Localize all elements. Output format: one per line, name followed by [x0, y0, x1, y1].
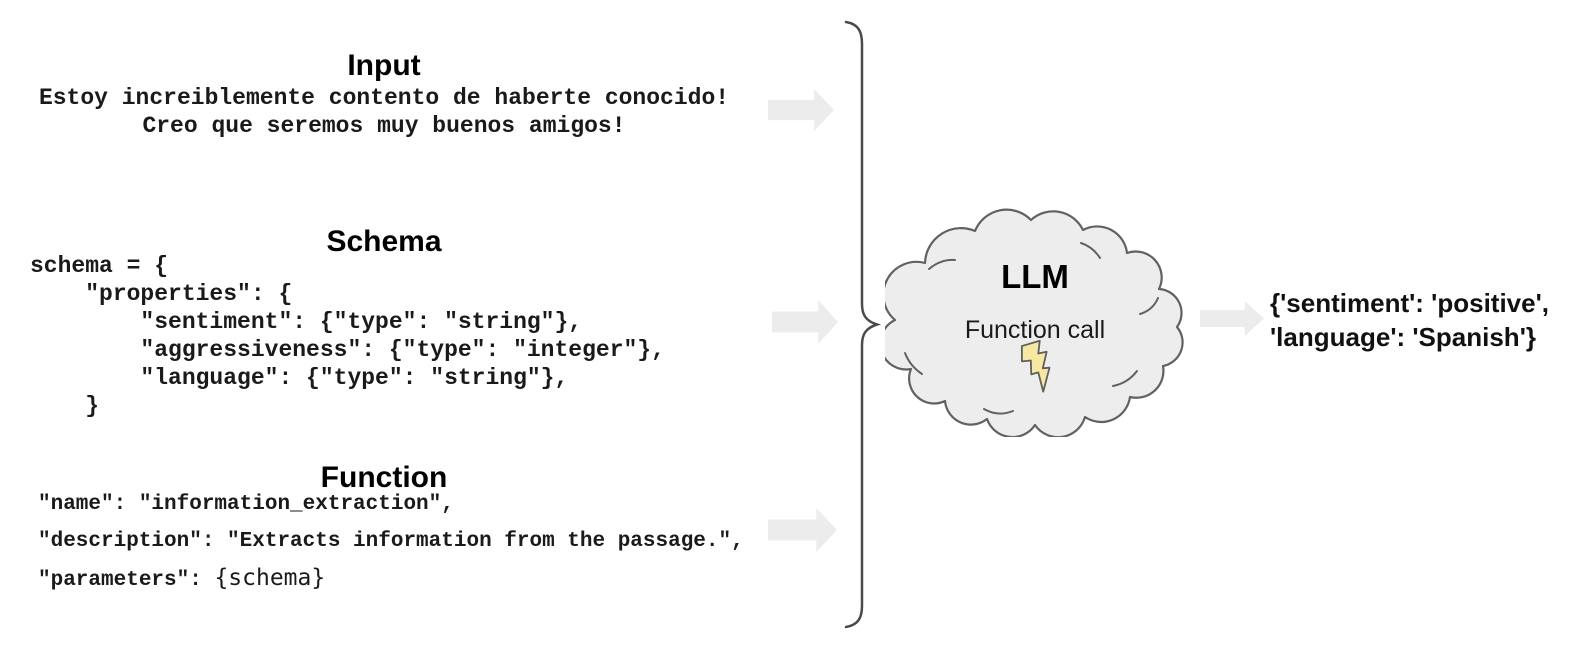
output-line: 'language': 'Spanish'}	[1270, 322, 1536, 352]
schema-section-title: Schema	[326, 225, 442, 258]
arrow-right-icon-schema	[772, 300, 838, 344]
schema-code-line: "sentiment": {"type": "string"},	[30, 309, 583, 335]
function-parameters-schema-ref: {schema}	[214, 565, 326, 591]
arrow-right-icon-input	[768, 89, 834, 131]
lightning-bolt-icon	[1020, 339, 1051, 393]
function-code-description-line: "description": "Extracts information fro…	[38, 530, 744, 553]
input-line: Creo que seremos muy buenos amigos!	[142, 113, 626, 139]
schema-code-line: }	[30, 393, 100, 419]
output-text-block: {'sentiment': 'positive', 'language': 'S…	[1270, 286, 1549, 354]
llm-title: LLM	[1001, 258, 1069, 295]
output-line: {'sentiment': 'positive',	[1270, 288, 1550, 318]
cloud-inner-arcs	[904, 242, 1159, 415]
function-call-label: Function call	[964, 316, 1106, 344]
input-line: Estoy increiblemente contento de haberte…	[38, 85, 730, 111]
input-text-block: Estoy increiblemente contento de haberte…	[0, 84, 768, 140]
function-parameters-prefix: "parameters":	[38, 569, 215, 592]
function-section-title: Function	[320, 461, 448, 494]
function-code-name-line: "name": "information_extraction",	[38, 493, 454, 516]
schema-code-line: "language": {"type": "string"},	[30, 365, 569, 391]
arrow-right-icon-output	[1200, 301, 1264, 336]
curly-brace	[844, 20, 882, 629]
schema-code-line: "aggressiveness": {"type": "integer"},	[30, 337, 665, 363]
arrow-right-icon-function	[768, 508, 837, 552]
function-code-parameters-line: "parameters": {schema}	[38, 566, 325, 593]
schema-code-line: schema = {	[30, 253, 169, 279]
schema-code-line: "properties": {	[30, 281, 293, 307]
input-section-title: Input	[347, 49, 421, 82]
schema-code-block: schema = { "properties": { "sentiment": …	[30, 252, 665, 420]
llm-cloud	[885, 208, 1184, 437]
